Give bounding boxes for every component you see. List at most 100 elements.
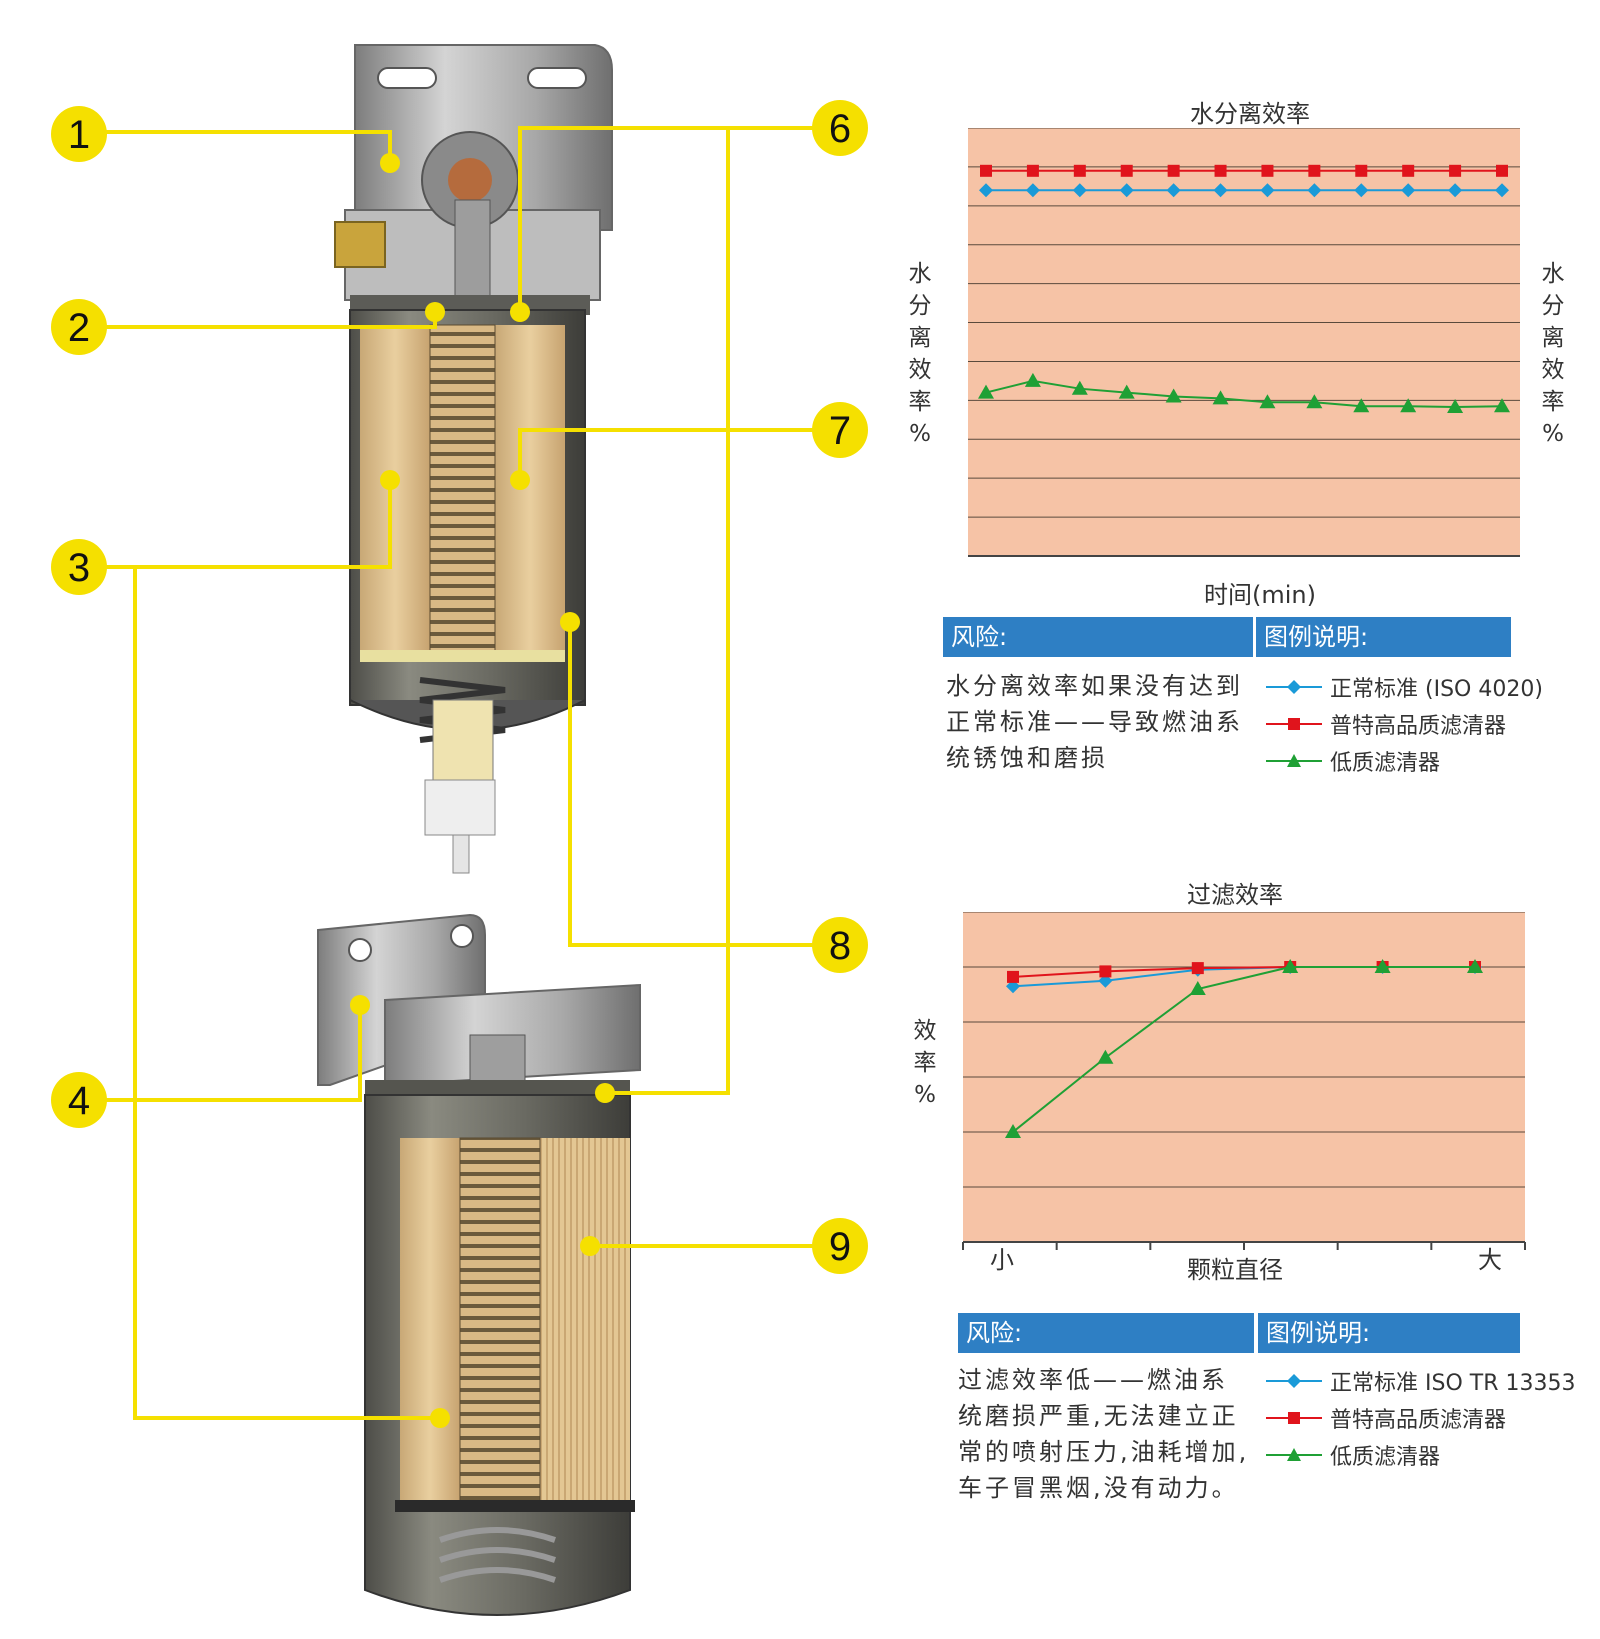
data-point: [1118, 384, 1135, 399]
legend-label: 低质滤清器: [1330, 1444, 1441, 1470]
data-point: [1099, 965, 1112, 978]
data-point: [1259, 394, 1276, 409]
chart-bottom-ylabel: 效率%: [913, 1018, 937, 1108]
data-point: [1072, 183, 1087, 198]
data-point: [1355, 164, 1368, 177]
chart-top-legend-header: 图例说明:: [1256, 617, 1511, 657]
plot-background: [968, 128, 1520, 556]
data-point: [1307, 183, 1322, 198]
chart-bottom-legend-header: 图例说明:: [1258, 1313, 1520, 1353]
chart-top-ylabel-right: 水分离效率%: [1541, 261, 1565, 447]
leader-line-1: [79, 130, 392, 163]
leader-endpoints: [350, 153, 615, 1428]
legend-item: 普特高品质滤清器: [1266, 1399, 1575, 1436]
data-point: [1495, 183, 1509, 198]
leader-line-6: [518, 126, 840, 312]
chart-top-risk-header: 风险:: [943, 617, 1253, 657]
data-point: [1189, 981, 1206, 995]
chart-top-xlabel: 时间(min): [1204, 581, 1316, 609]
data-point: [1120, 164, 1133, 177]
data-point: [1449, 164, 1462, 177]
chart-top-title: 水分离效率: [1190, 100, 1310, 128]
data-point: [1071, 380, 1088, 395]
callout-3: 3: [68, 546, 90, 590]
callout-6: 6: [829, 107, 851, 151]
callout-1: 1: [68, 113, 90, 157]
data-point: [979, 183, 993, 198]
chart-top-ylabel-left: 水分离效率%: [908, 261, 932, 447]
data-point: [1282, 959, 1299, 973]
legend-label: 正常标准 ISO TR 13353: [1330, 1370, 1576, 1396]
legend-item: 低质滤清器: [1266, 1436, 1575, 1473]
chart-top-legend: 正常标准 (ISO 4020) 普特高品质滤清器 低质滤清器: [1266, 668, 1543, 779]
data-point: [1494, 398, 1510, 413]
series-line: [985, 379, 1503, 408]
data-point: [1025, 183, 1040, 198]
data-point: [1353, 398, 1370, 413]
filter-cutaway-diagram: 1 2 3 4 6 7 8 9: [51, 44, 868, 1616]
data-point: [1166, 183, 1181, 198]
series-line: [1012, 966, 1475, 1133]
chart-bottom-risk-text: 过滤效率低——燃油系统磨损严重,无法建立正常的喷射压力,油耗增加,车子冒黑烟,没…: [958, 1366, 1250, 1502]
data-point: [1024, 372, 1041, 387]
upper-filter: [334, 44, 613, 874]
data-point: [1354, 183, 1369, 198]
callout-badges: 1 2 3 4 6 7 8 9: [51, 100, 868, 1274]
data-point: [1165, 388, 1182, 403]
data-point: [1448, 183, 1463, 198]
chart-bottom-risk-header: 风险:: [958, 1313, 1254, 1353]
data-point: [1401, 183, 1416, 198]
legend-item: 正常标准 ISO TR 13353: [1266, 1362, 1575, 1399]
leader-line-3-lower: [133, 567, 440, 1420]
data-point: [1400, 398, 1417, 413]
leader-line-6-lower: [605, 128, 730, 1095]
chart-bottom-xlabel-small: 小: [990, 1246, 1014, 1274]
data-point: [1308, 164, 1321, 177]
legend-label: 低质滤清器: [1330, 750, 1441, 776]
legend-item: 低质滤清器: [1266, 742, 1543, 779]
leader-line-7: [518, 428, 840, 480]
leader-line-3: [79, 480, 392, 569]
callout-2: 2: [68, 306, 90, 350]
chart-bottom-xlabel: 颗粒直径: [1187, 1256, 1283, 1284]
data-point: [1026, 164, 1039, 177]
chart-bottom-xlabel-large: 大: [1478, 1246, 1502, 1274]
callout-4: 4: [68, 1079, 90, 1123]
legend-label: 正常标准 (ISO 4020): [1330, 676, 1543, 702]
data-point: [1119, 183, 1134, 198]
data-point: [1447, 398, 1464, 413]
data-point: [1260, 183, 1275, 198]
chart-bottom-legend: 正常标准 ISO TR 13353 普特高品质滤清器 低质滤清器: [1266, 1362, 1575, 1473]
chart-bottom-title: 过滤效率: [1187, 881, 1283, 909]
data-point: [1306, 394, 1323, 409]
data-point: [1167, 164, 1180, 177]
callout-8: 8: [829, 924, 851, 968]
chart-bottom-plot: [962, 912, 1526, 1250]
data-point: [1496, 164, 1508, 177]
legend-item: 正常标准 (ISO 4020): [1266, 668, 1543, 705]
data-point: [1007, 970, 1019, 983]
data-point: [978, 384, 994, 399]
data-point: [1097, 1049, 1114, 1064]
data-point: [1261, 164, 1274, 177]
data-point: [1374, 959, 1391, 973]
data-point: [1005, 1124, 1021, 1138]
data-point: [1467, 959, 1483, 973]
legend-item: 普特高品质滤清器: [1266, 705, 1543, 742]
callout-9: 9: [829, 1225, 851, 1269]
chart-top-plot: [968, 128, 1520, 557]
chart-top-risk-text: 水分离效率如果没有达到正常标准——导致燃油系统锈蚀和磨损: [946, 672, 1243, 772]
lower-filter: [317, 913, 641, 1616]
data-point: [980, 164, 992, 177]
data-point: [1214, 164, 1227, 177]
leader-line-4: [79, 1005, 362, 1102]
data-point: [1402, 164, 1415, 177]
legend-label: 普特高品质滤清器: [1330, 713, 1507, 739]
data-point: [1073, 164, 1086, 177]
callout-7: 7: [829, 409, 851, 453]
data-point: [1213, 183, 1228, 198]
data-point: [1212, 390, 1229, 405]
legend-label: 普特高品质滤清器: [1330, 1407, 1507, 1433]
leader-lines: [79, 126, 840, 1420]
leader-line-8: [568, 622, 840, 947]
